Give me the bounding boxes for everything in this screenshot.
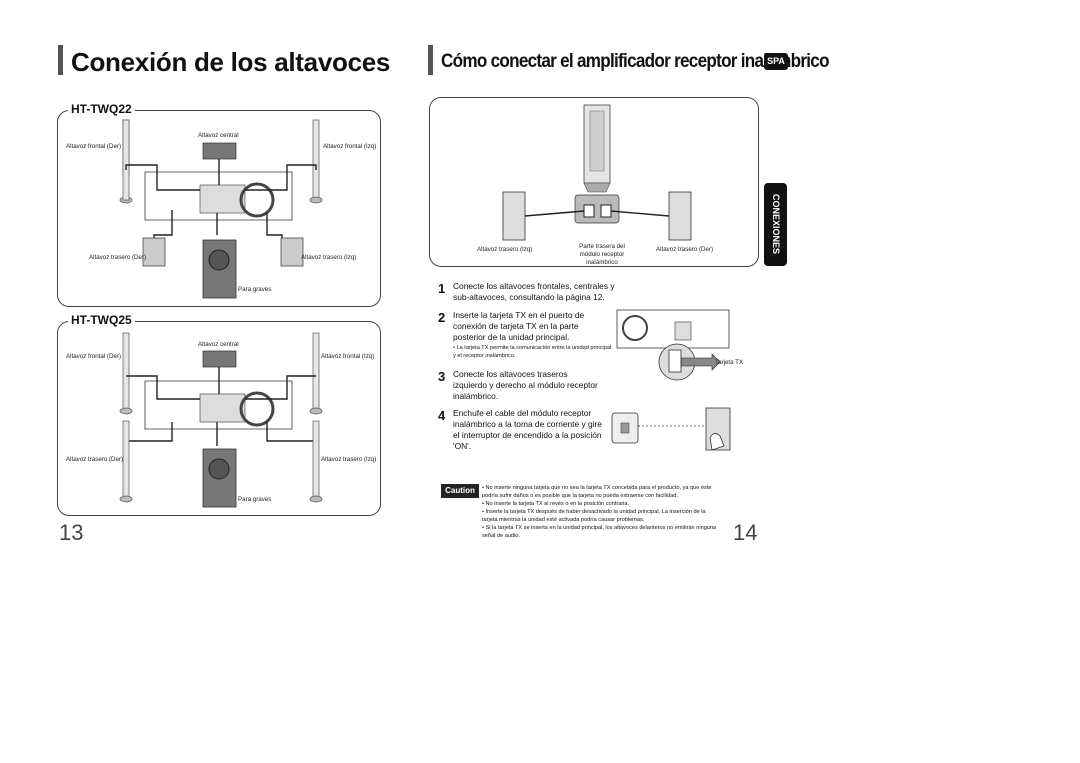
- step-number: 2: [438, 310, 446, 325]
- speaker-wiring-diagram: [119, 332, 323, 508]
- page-number-right: 14: [733, 520, 758, 545]
- section-tab: CONEXIONES: [764, 183, 787, 266]
- label-tx-card: Tarjeta TX: [715, 359, 744, 366]
- speaker-wiring-diagram: [119, 119, 323, 299]
- model-label: HT-TWQ25: [68, 313, 135, 327]
- step-number: 4: [438, 408, 446, 423]
- caution-item: • No inserte ninguna tarjeta que no sea …: [482, 485, 712, 499]
- panel-ht-twq25: [57, 321, 381, 516]
- caution-label: Caution: [441, 484, 479, 498]
- title-accent-bar: [58, 45, 63, 75]
- step-number: 1: [438, 281, 446, 296]
- label-rear-left: Altavoz trasero (Izq): [301, 254, 357, 261]
- step-text: Enchufe el cable del módulo receptor ina…: [453, 408, 602, 451]
- title-accent-bar: [428, 45, 433, 75]
- page-title-right: Cómo conectar el amplificador receptor i…: [441, 51, 830, 72]
- step-text: Conecte los altavoces frontales, central…: [453, 281, 615, 302]
- label-rear-right: Altavoz trasero (Der): [89, 254, 147, 261]
- label-module-back: Parte trasera del módulo receptor inalám…: [579, 243, 625, 266]
- power-plug-illustration: [611, 407, 731, 451]
- step-text: Inserte la tarjeta TX en el puerto de co…: [453, 310, 585, 342]
- label-front-left: Altavoz frontal (Izq): [323, 143, 377, 150]
- panel-ht-twq22: [57, 110, 381, 307]
- label-rear-right: Altavoz trasero (Der): [66, 456, 124, 463]
- label-front-left: Altavoz frontal (Izq): [321, 353, 375, 360]
- label-rear-left: Altavoz trasero (Izq): [477, 246, 533, 253]
- label-rear-left: Altavoz trasero (Izq): [321, 456, 377, 463]
- language-badge: SPA: [764, 53, 788, 70]
- label-center-speaker: Altavoz central: [198, 341, 239, 348]
- model-label: HT-TWQ22: [68, 102, 135, 116]
- wireless-receiver-diagram: [502, 104, 692, 241]
- label-front-right: Altavoz frontal (Der): [66, 143, 122, 150]
- label-front-right: Altavoz frontal (Der): [66, 353, 122, 360]
- page-number-left: 13: [59, 520, 84, 545]
- label-subwoofer: Para graves: [238, 496, 272, 503]
- step-note-text: La tarjeta TX permite la comunicación en…: [453, 345, 612, 359]
- label-center-speaker: Altavoz central: [198, 132, 239, 139]
- page-title-left: Conexión de los altavoces: [71, 47, 391, 77]
- caution-list: • No inserte ninguna tarjeta que no sea …: [482, 484, 722, 540]
- step-number: 3: [438, 369, 446, 384]
- step-text: Conecte los altavoces traseros izquierdo…: [453, 369, 598, 401]
- caution-item: • No inserte la tarjeta TX al revés o en…: [482, 501, 630, 507]
- step-note: • La tarjeta TX permite la comunicación …: [453, 345, 612, 359]
- caution-item: • Inserte la tarjeta TX después de haber…: [482, 509, 706, 523]
- label-subwoofer: Para graves: [238, 286, 272, 293]
- tx-card-illustration: [616, 309, 730, 381]
- caution-item: • Si la tarjeta TX se inserta en la unid…: [482, 525, 717, 539]
- label-rear-right: Altavoz trasero (Der): [656, 246, 714, 253]
- receiver-diagram-panel: [429, 97, 759, 267]
